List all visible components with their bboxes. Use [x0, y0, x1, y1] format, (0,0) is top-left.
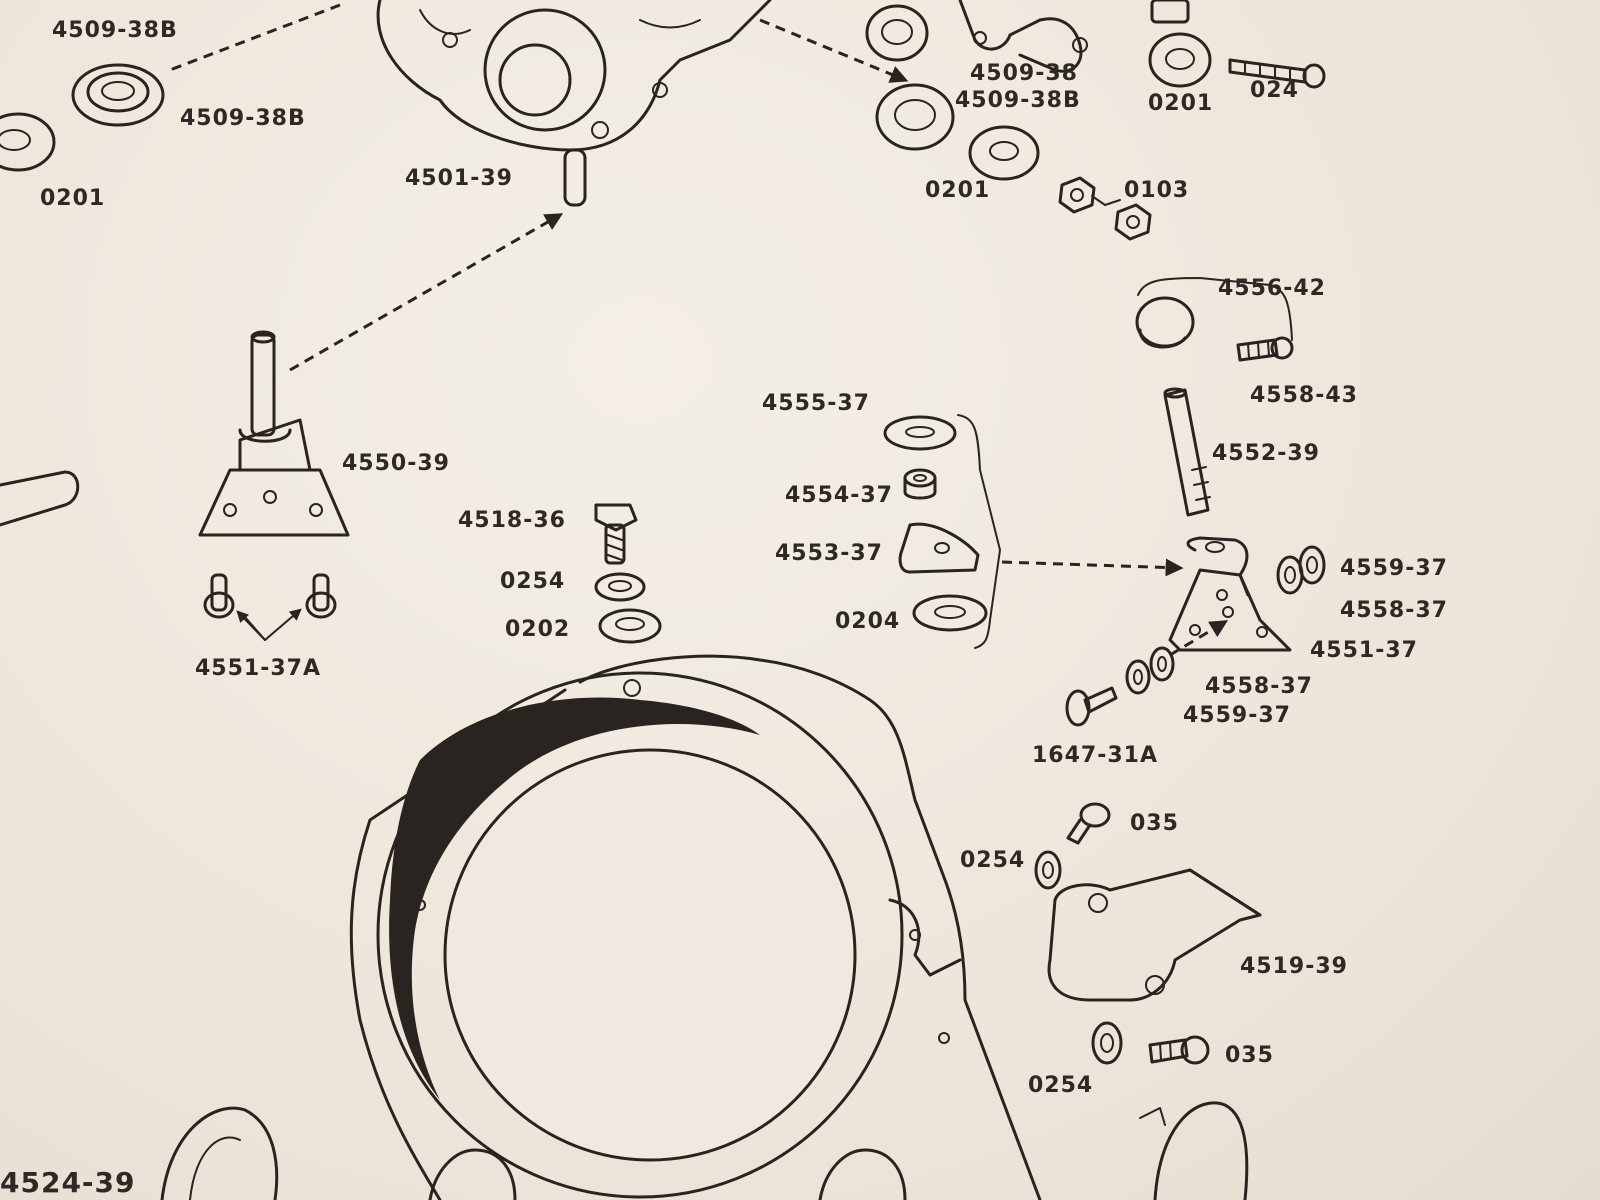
starter-handle-part: [1139, 1101, 1249, 1200]
cam-plate-part: [898, 522, 980, 574]
part-label: 4509-38B: [52, 18, 178, 43]
part-label: 4524-39: [0, 1166, 136, 1199]
washer-part: [912, 594, 988, 632]
washer-part: [1149, 646, 1175, 682]
throttle-lever-part: [958, 0, 1190, 73]
carburetor-body-part: [376, 0, 772, 207]
washer-part: [1125, 659, 1151, 695]
lock-washer-part: [1091, 1021, 1123, 1065]
part-label: 4558-43: [1250, 383, 1358, 408]
leader-line: [1169, 620, 1229, 657]
lever-part: [0, 470, 80, 527]
part-label: 4551-37: [1310, 638, 1418, 663]
group-brace: [957, 414, 1001, 649]
washer-part: [0, 112, 56, 172]
part-label: 4519-39: [1240, 954, 1348, 979]
part-label: 035: [1225, 1043, 1274, 1068]
part-label: 0254: [960, 848, 1025, 873]
blower-housing-part: [349, 654, 1042, 1200]
part-label: 035: [1130, 811, 1179, 836]
part-label: 4501-39: [405, 166, 513, 191]
part-label: 4551-37A: [195, 656, 321, 681]
part-label: 4553-37: [775, 541, 883, 566]
leader-line: [244, 608, 302, 641]
part-label: 4509-38B: [180, 106, 306, 131]
spacer-part: [903, 468, 937, 500]
part-label: 4556-42: [1218, 276, 1326, 301]
part-label: 0201: [40, 186, 105, 211]
starter-handle-part: [160, 1106, 279, 1200]
part-label: 4509-38: [970, 61, 1078, 86]
part-label: 0202: [505, 617, 570, 642]
screw-part: [1065, 686, 1118, 727]
part-label: 4550-39: [342, 451, 450, 476]
part-label: 4518-36: [458, 508, 566, 533]
washer-part: [875, 83, 955, 151]
nut-part: [1058, 176, 1096, 214]
part-label: 0201: [1148, 91, 1213, 116]
screw-part: [203, 573, 235, 619]
leader-line: [1001, 558, 1184, 577]
lock-washer-part: [1034, 850, 1062, 890]
leader-line: [1091, 195, 1121, 206]
part-label: 0103: [1124, 178, 1189, 203]
leader-line: [759, 18, 909, 83]
part-label: 4552-39: [1212, 441, 1320, 466]
washer-part: [1298, 545, 1326, 585]
washer-part: [865, 4, 929, 62]
screw-part: [1236, 336, 1294, 362]
screw-part: [305, 573, 337, 619]
nut-part: [1114, 203, 1152, 241]
group-brace: [1137, 277, 1293, 341]
cover-plate-part: [1047, 868, 1262, 1002]
washer-part: [883, 415, 957, 451]
washer-part: [71, 63, 165, 127]
washer-part: [1276, 555, 1304, 595]
washer-part: [1148, 32, 1212, 88]
screw-part: [1228, 58, 1326, 89]
part-label: 0201: [925, 178, 990, 203]
leader-line: [236, 610, 266, 641]
part-label: 024: [1250, 78, 1299, 103]
leader-line: [289, 213, 564, 372]
part-label: 4558-37: [1205, 674, 1313, 699]
part-label: 4558-37: [1340, 598, 1448, 623]
part-label: 1647-31A: [1032, 743, 1158, 768]
lock-washer-part: [594, 572, 646, 602]
screw-part: [1148, 1035, 1210, 1065]
part-label: 4509-38B: [955, 88, 1081, 113]
part-label: 0204: [835, 609, 900, 634]
screw-part: [1066, 802, 1111, 845]
part-label: 4559-37: [1183, 703, 1291, 728]
bracket-with-shaft-part: [198, 330, 350, 537]
leader-line: [169, 3, 341, 72]
part-label: 4554-37: [785, 483, 893, 508]
bracket-part: [1168, 536, 1292, 652]
part-label: 0254: [1028, 1073, 1093, 1098]
washer-part: [598, 608, 662, 644]
part-label: 0254: [500, 569, 565, 594]
knob-part: [1135, 296, 1195, 349]
washer-part: [968, 125, 1040, 181]
part-label: 4559-37: [1340, 556, 1448, 581]
bolt-part: [594, 503, 638, 565]
part-label: 4555-37: [762, 391, 870, 416]
shaft-part: [1163, 387, 1211, 517]
